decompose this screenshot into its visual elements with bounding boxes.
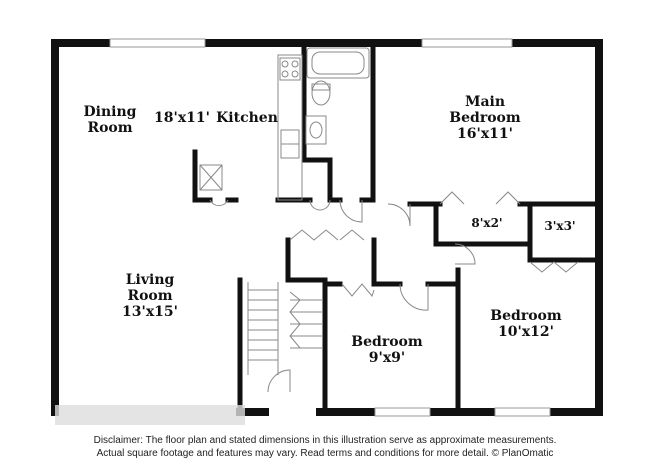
kitchen-dims: 18'x11'	[154, 110, 210, 126]
bedroom-10-label: Bedroom 10'x12'	[484, 308, 568, 340]
bathroom-fixtures	[305, 47, 370, 145]
kitchen-fixtures	[199, 54, 303, 201]
kitchen-dims-label: 18'x11'	[152, 110, 212, 126]
closet-main-label: 8'x2'	[462, 215, 512, 231]
kitchen-name: Kitchen	[216, 110, 278, 126]
main-bedroom-dims: 16'x11'	[457, 126, 513, 142]
bifold-doors	[289, 191, 579, 298]
kitchen-label: Kitchen	[214, 110, 280, 126]
door-swings	[209, 199, 476, 393]
bedroom-10-dims: 10'x12'	[498, 324, 554, 340]
dining-room-name-1: Dining	[83, 104, 137, 120]
stairs	[247, 282, 322, 375]
living-room-name-1: Living	[125, 272, 175, 288]
windows	[109, 38, 551, 417]
disclaimer-line-1: Disclaimer: The floor plan and stated di…	[93, 435, 557, 446]
closet-small-dims: 3'x3'	[544, 219, 576, 233]
dining-room-name-2: Room	[87, 120, 133, 136]
main-bedroom-name-1: Main	[464, 94, 506, 110]
interior-walls	[192, 40, 602, 415]
exterior-walls	[51, 39, 603, 416]
dining-room-label: Dining Room	[80, 104, 140, 136]
bedroom-10-name: Bedroom	[490, 308, 562, 324]
watermark	[55, 405, 245, 425]
living-room-label: Living Room 13'x15'	[110, 272, 190, 320]
living-room-name-2: Room	[127, 288, 173, 304]
bedroom-9-dims: 9'x9'	[368, 350, 406, 366]
bedroom-9-name: Bedroom	[351, 334, 423, 350]
disclaimer-line-2: Actual square footage and features may v…	[96, 448, 554, 459]
living-room-dims: 13'x15'	[122, 304, 178, 320]
closet-small-label: 3'x3'	[540, 218, 580, 234]
closet-main-dims: 8'x2'	[471, 216, 503, 230]
main-bedroom-name-2: Bedroom	[449, 110, 521, 126]
bedroom-9-label: Bedroom 9'x9'	[345, 334, 429, 366]
main-bedroom-label: Main Bedroom 16'x11'	[440, 94, 530, 142]
